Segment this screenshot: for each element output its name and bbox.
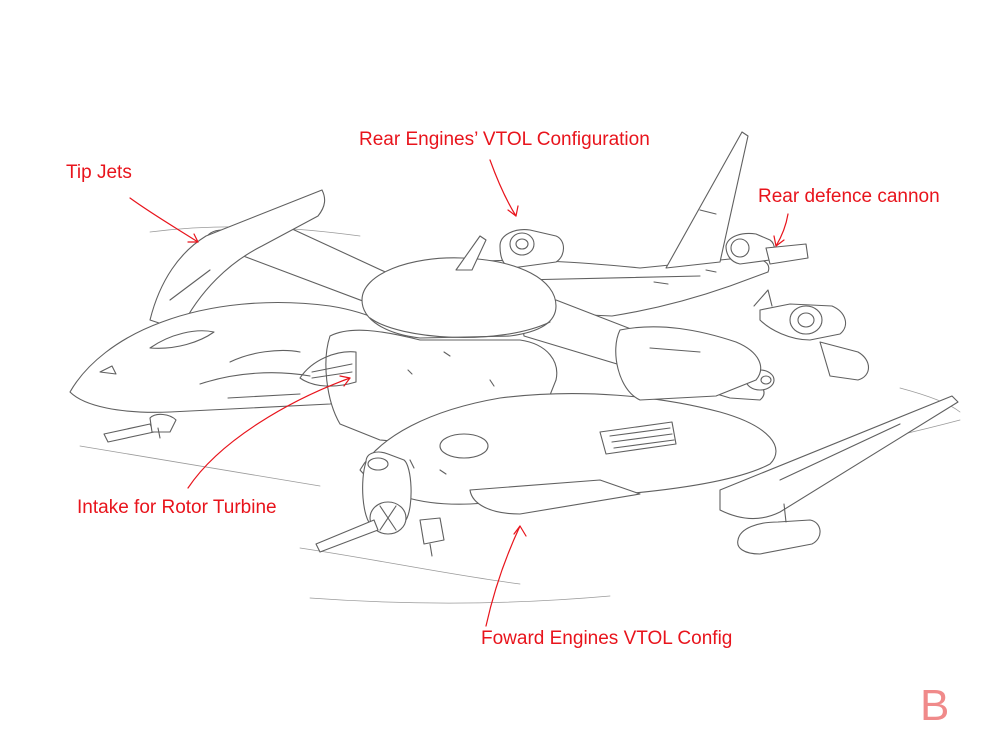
- lower-right-wing: [719, 395, 959, 520]
- lower-tail-boom: [615, 326, 762, 401]
- right-engine-nacelle: [753, 289, 870, 381]
- label-rear-defence-cannon: Rear defence cannon: [758, 186, 940, 207]
- leader-line: [129, 197, 199, 243]
- label-forward-engines-vtol: Foward Engines VTOL Config: [481, 628, 733, 649]
- dorsal-fin: [455, 235, 487, 271]
- arrow-intake: [187, 375, 351, 489]
- tail-fin: [665, 131, 749, 269]
- under-wing-pod: [737, 503, 821, 555]
- lower-left-wing: [469, 479, 641, 515]
- arrow-head: [507, 205, 519, 217]
- plate-letter: B: [920, 681, 950, 730]
- arrow-head: [513, 525, 527, 537]
- leader-line: [489, 159, 517, 217]
- label-intake-rotor-turbine: Intake for Rotor Turbine: [77, 497, 277, 518]
- rear-cannon: [725, 232, 809, 265]
- rear-engine-nacelle: [499, 229, 565, 269]
- forward-gun: [315, 517, 445, 557]
- leader-line: [485, 525, 521, 627]
- leader-line: [775, 213, 789, 247]
- label-rear-engines-vtol: Rear Engines’ VTOL Configuration: [359, 129, 650, 150]
- arrow-rear-cannon: [773, 213, 789, 247]
- arrow-head: [773, 235, 785, 247]
- lower-fuselage: [359, 393, 777, 505]
- arrow-rear-engines: [489, 159, 519, 217]
- nose-cannon: [103, 413, 177, 443]
- arrow-head: [187, 233, 199, 243]
- arrow-head: [339, 375, 351, 387]
- leader-line: [187, 377, 351, 489]
- rotor-hub-dome: [361, 257, 557, 339]
- forward-engine-nacelle: [362, 451, 412, 535]
- upper-left-wing: [149, 189, 326, 331]
- arrow-tip-jets: [129, 197, 199, 243]
- label-tip-jets: Tip Jets: [66, 162, 132, 183]
- arrow-forward-engines: [485, 525, 527, 627]
